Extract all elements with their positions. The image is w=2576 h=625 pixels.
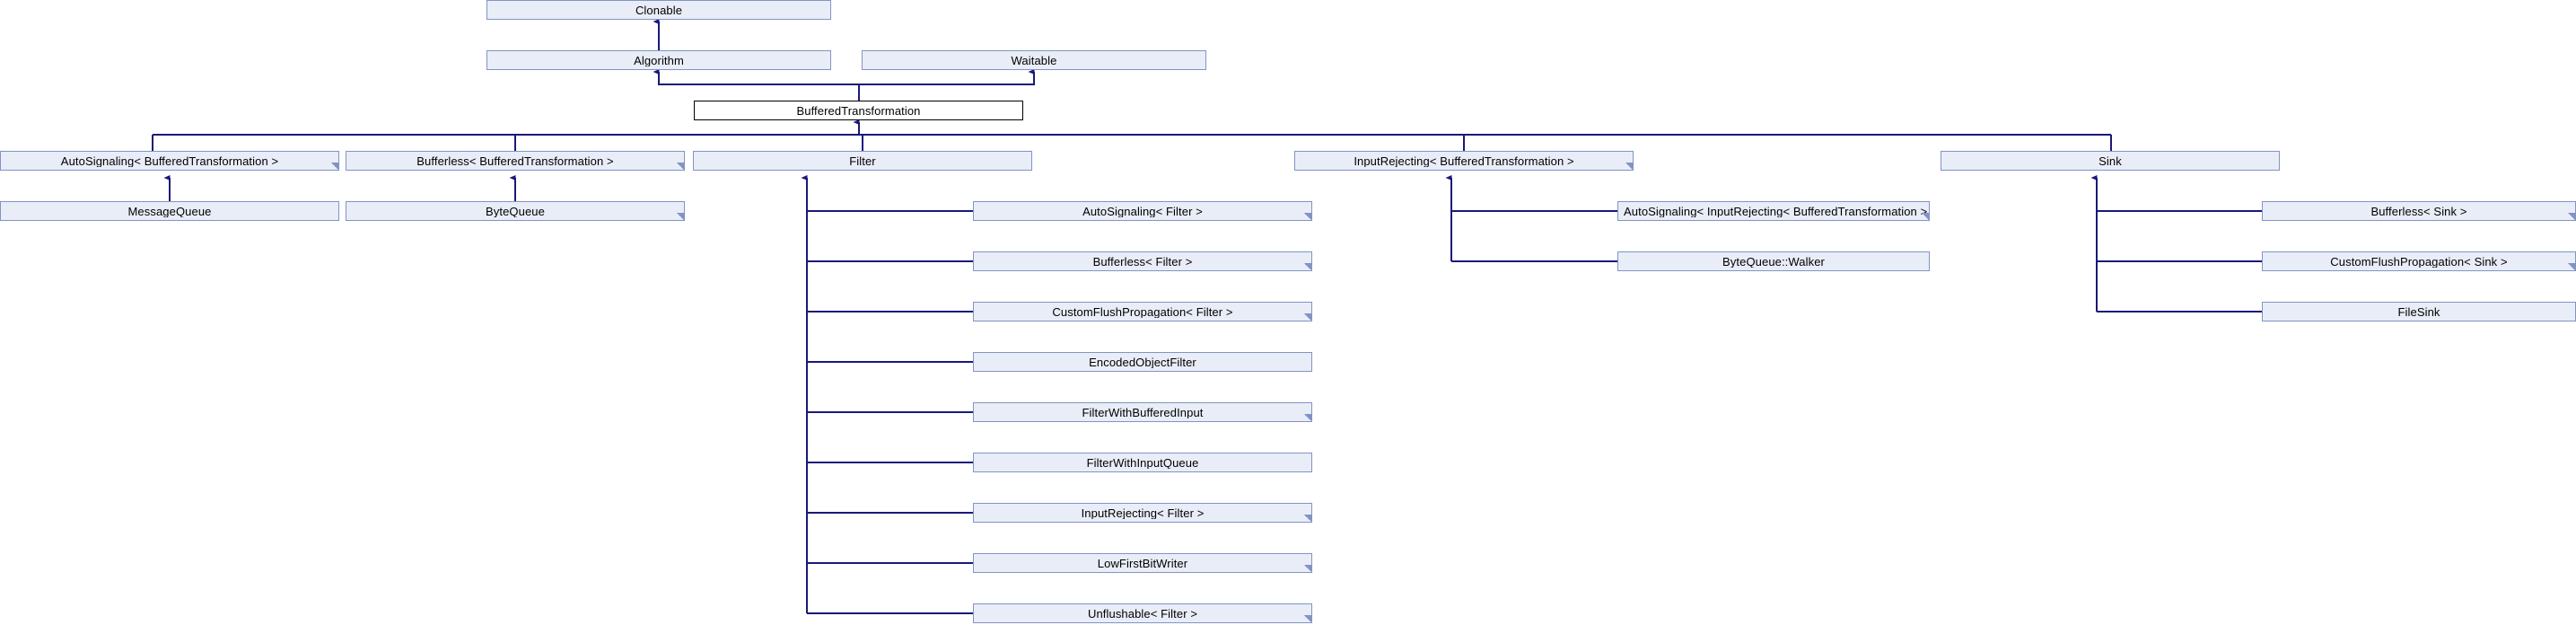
class-node-filterwithinputqueue[interactable]: FilterWithInputQueue — [973, 453, 1312, 472]
class-node-autosignaling-inputrejecting-bt[interactable]: AutoSignaling< InputRejecting< BufferedT… — [1617, 201, 1930, 221]
class-node-label: MessageQueue — [127, 205, 212, 217]
class-node-bytequeue[interactable]: ByteQueue — [346, 201, 685, 221]
class-node-inputrejecting-bt[interactable]: InputRejecting< BufferedTransformation > — [1294, 151, 1634, 171]
class-node-label: BufferedTransformation — [796, 104, 921, 117]
class-node-label: FileSink — [2397, 305, 2440, 318]
class-node-label: CustomFlushPropagation< Sink > — [2330, 255, 2508, 268]
class-node-label: AutoSignaling< Filter > — [1082, 205, 1203, 217]
class-node-bufferedtransformation[interactable]: BufferedTransformation — [694, 101, 1023, 120]
class-node-label: Sink — [2098, 154, 2122, 167]
class-node-label: Clonable — [635, 4, 683, 16]
class-node-clonable[interactable]: Clonable — [486, 0, 831, 20]
class-node-filterwithbufferedinput[interactable]: FilterWithBufferedInput — [973, 402, 1312, 422]
class-node-customflushpropagation-sink[interactable]: CustomFlushPropagation< Sink > — [2262, 251, 2576, 271]
class-node-encodedobjectfilter[interactable]: EncodedObjectFilter — [973, 352, 1312, 372]
class-node-label: EncodedObjectFilter — [1089, 356, 1196, 368]
class-node-label: Algorithm — [634, 54, 684, 66]
class-node-label: Bufferless< BufferedTransformation > — [416, 154, 614, 167]
class-node-label: LowFirstBitWriter — [1097, 557, 1188, 569]
class-node-bytequeue-walker[interactable]: ByteQueue::Walker — [1617, 251, 1930, 271]
class-node-label: FilterWithBufferedInput — [1082, 406, 1204, 418]
class-node-label: ByteQueue::Walker — [1722, 255, 1825, 268]
class-node-label: Bufferless< Sink > — [2370, 205, 2467, 217]
class-node-label: ByteQueue — [486, 205, 545, 217]
class-node-waitable[interactable]: Waitable — [862, 50, 1206, 70]
class-node-unflushable-filter[interactable]: Unflushable< Filter > — [973, 603, 1312, 623]
class-node-label: Filter — [849, 154, 876, 167]
class-node-label: Waitable — [1011, 54, 1057, 66]
class-node-filesink[interactable]: FileSink — [2262, 302, 2576, 321]
class-node-label: Unflushable< Filter > — [1087, 607, 1198, 620]
class-node-label: AutoSignaling< InputRejecting< BufferedT… — [1624, 205, 1929, 217]
class-node-bufferless-filter[interactable]: Bufferless< Filter > — [973, 251, 1312, 271]
class-node-label: Bufferless< Filter > — [1092, 255, 1193, 268]
class-node-bufferless-sink[interactable]: Bufferless< Sink > — [2262, 201, 2576, 221]
class-node-inputrejecting-filter[interactable]: InputRejecting< Filter > — [973, 503, 1312, 523]
class-node-messagequeue[interactable]: MessageQueue — [0, 201, 339, 221]
class-node-autosignaling-bt[interactable]: AutoSignaling< BufferedTransformation > — [0, 151, 339, 171]
class-node-filter[interactable]: Filter — [693, 151, 1032, 171]
class-node-label: AutoSignaling< BufferedTransformation > — [60, 154, 279, 167]
class-node-label: FilterWithInputQueue — [1086, 456, 1199, 469]
edge-bt-algorithm — [653, 69, 860, 101]
class-node-sink[interactable]: Sink — [1941, 151, 2280, 171]
class-node-label: InputRejecting< Filter > — [1081, 506, 1205, 519]
class-node-label: InputRejecting< BufferedTransformation > — [1354, 154, 1574, 167]
edge-bt-waitable — [858, 69, 1035, 101]
class-node-bufferless-bt[interactable]: Bufferless< BufferedTransformation > — [346, 151, 685, 171]
class-node-lowfirstbitwriter[interactable]: LowFirstBitWriter — [973, 553, 1312, 573]
class-node-algorithm[interactable]: Algorithm — [486, 50, 831, 70]
class-node-label: CustomFlushPropagation< Filter > — [1052, 305, 1233, 318]
class-node-customflushpropagation-filter[interactable]: CustomFlushPropagation< Filter > — [973, 302, 1312, 321]
class-node-autosignaling-filter[interactable]: AutoSignaling< Filter > — [973, 201, 1312, 221]
